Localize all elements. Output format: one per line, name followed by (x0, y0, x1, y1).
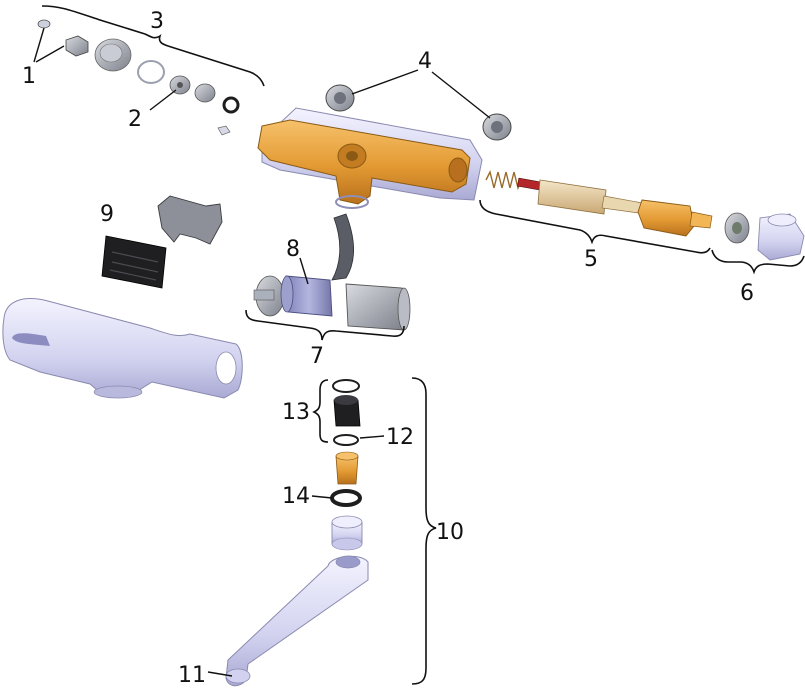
part-group-7 (245, 213, 411, 341)
spring-icon (485, 169, 523, 191)
spout-hub-opening (335, 555, 361, 569)
housing-slot (12, 333, 50, 346)
brass-spline (689, 211, 713, 229)
callout-2: 2 (128, 107, 142, 132)
callout-14: 14 (282, 484, 310, 509)
callout-4: 4 (418, 49, 432, 74)
handle-knob-face (767, 213, 797, 227)
spout-outlet (225, 668, 251, 684)
part-group-10 (207, 377, 437, 687)
callout-12: 12 (386, 425, 414, 450)
cartridge-body (537, 179, 607, 215)
thermostat-ribs (109, 251, 159, 281)
union-nut-top (331, 515, 363, 529)
black-sleeve-top (334, 395, 358, 405)
callout-10: 10 (436, 520, 464, 545)
housing-body (2, 298, 243, 399)
bracket-6 (711, 249, 805, 275)
black-ring-icon (330, 489, 362, 507)
callout-11: 11 (178, 663, 206, 688)
callout-7: 7 (310, 344, 324, 369)
leader-1a (33, 27, 45, 63)
leader-1b (35, 45, 65, 63)
grey-cylinder-end (397, 287, 411, 331)
callout-9: 9 (100, 202, 114, 227)
shaft (253, 289, 275, 301)
part-group-6 (711, 212, 805, 275)
callout-6: 6 (740, 281, 754, 306)
brass-outlet-ring (335, 195, 369, 209)
housing (2, 298, 243, 399)
leader-4b (431, 71, 491, 119)
callout-1: 1 (22, 64, 36, 89)
bracket-3 (41, 5, 265, 87)
part-group-9 (101, 195, 223, 289)
leader-2 (149, 89, 177, 111)
leader-8 (299, 257, 309, 285)
screw-icon (37, 19, 51, 29)
callout-8: 8 (286, 237, 300, 262)
thermostat-element-icon (101, 235, 167, 289)
nut-icon (194, 83, 216, 103)
brass-insert-top (335, 451, 359, 461)
housing-base (93, 385, 143, 399)
brass-nut (637, 199, 695, 237)
o-ring-icon (332, 379, 360, 393)
o-ring-icon (333, 434, 359, 446)
washer-hole (177, 82, 183, 88)
handle-knob-icon (757, 213, 805, 261)
cover-disc-inner (334, 92, 346, 104)
leader-12 (359, 435, 385, 439)
red-stem (517, 177, 541, 191)
valve-body (257, 107, 483, 209)
housing-end-opening (215, 351, 237, 385)
bracket-7 (245, 309, 405, 341)
cover-disc-inner (491, 121, 503, 133)
clip-icon (157, 195, 223, 245)
leader-11 (207, 671, 233, 677)
brass-end-bore (448, 157, 468, 183)
brass-port-bore (346, 151, 358, 161)
motor-cylinder-end (280, 275, 294, 313)
callout-3: 3 (150, 9, 164, 34)
part-group-5 (479, 169, 713, 254)
o-ring-icon (137, 60, 165, 84)
callout-labels: 1 2 3 4 5 6 7 8 9 10 11 12 13 14 (22, 9, 754, 688)
cap-disc-face (99, 43, 123, 63)
part-group-3 (33, 5, 265, 136)
screw-icon (65, 35, 89, 57)
leader-14 (311, 495, 333, 499)
leader-4a (351, 69, 419, 95)
part-group-4 (325, 69, 512, 141)
bracket-10 (411, 377, 437, 685)
spout-arm (225, 555, 369, 687)
grey-cylinder-icon (345, 283, 405, 331)
adapter-hole (732, 222, 742, 234)
curved-shield-icon (331, 213, 354, 281)
bracket-13 (312, 379, 329, 443)
bracket-5 (479, 199, 711, 254)
pin-icon (217, 125, 231, 136)
callout-13: 13 (282, 400, 310, 425)
callout-5: 5 (584, 247, 598, 272)
union-nut-bottom (331, 537, 363, 551)
black-o-ring-icon (222, 96, 240, 114)
